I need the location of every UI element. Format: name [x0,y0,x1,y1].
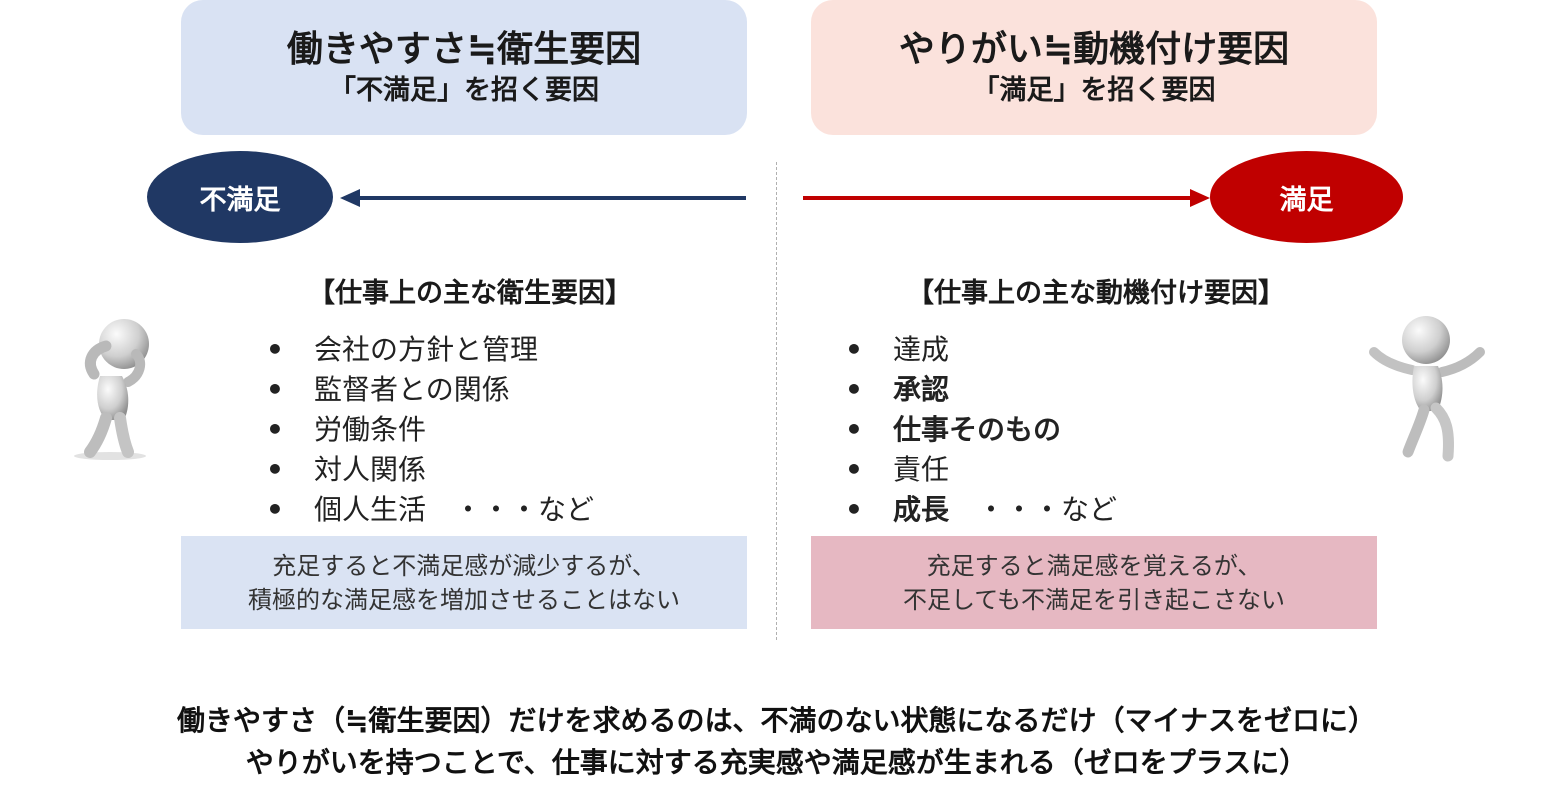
satisfaction-label: 満足 [1279,184,1334,216]
motivation-factors-heading: 【仕事上の主な動機付け要因】 [907,278,1285,309]
summary-line-1: 働きやすさ（≒衛生要因）だけを求めるのは、不満のない状態になるだけ（マイナスをゼ… [177,704,1376,737]
bullet-icon: • [845,453,863,486]
motivation-factors-list: •達成 •承認 •仕事そのもの •責任 •成長 ・・・など [845,330,1117,530]
hygiene-factor-title-box: 働きやすさ≒衛生要因 「不満足」を招く要因 [181,0,747,135]
list-item-suffix: ・・・など [426,493,595,526]
bullet-icon: • [845,493,863,526]
hygiene-factors-list: •会社の方針と管理 •監督者との関係 •労働条件 •対人関係 •個人生活 ・・・… [266,330,594,530]
list-item: •成長 ・・・など [845,490,1117,530]
list-item: •対人関係 [266,450,594,490]
list-item: •労働条件 [266,410,594,450]
list-item: •達成 [845,330,1117,370]
motivation-factor-subtitle: 「満足」を招く要因 [972,74,1216,106]
bullet-icon: • [845,413,863,446]
motivation-factor-title-box: やりがい≒動機付け要因 「満足」を招く要因 [811,0,1377,135]
list-item: •会社の方針と管理 [266,330,594,370]
hygiene-factor-note: 充足すると不満足感が減少するが、 積極的な満足感を増加させることはない [181,536,747,629]
bullet-icon: • [266,333,284,366]
bullet-icon: • [266,493,284,526]
satisfaction-ellipse: 満足 [1210,151,1403,243]
summary-text: 働きやすさ（≒衛生要因）だけを求めるのは、不満のない状態になるだけ（マイナスをゼ… [0,700,1553,784]
bullet-icon: • [845,333,863,366]
dissatisfaction-label: 不満足 [199,184,281,216]
arrow-to-satisfaction [803,189,1210,207]
list-item-suffix: ・・・など [949,493,1118,526]
bullet-icon: • [266,453,284,486]
bullet-icon: • [266,413,284,446]
bullet-icon: • [845,373,863,406]
jumping-person-icon [1369,316,1485,462]
summary-line-2: やりがいを持つことで、仕事に対する充実感や満足感が生まれる（ゼロをプラスに） [245,746,1308,779]
bullet-icon: • [266,373,284,406]
hygiene-factor-subtitle: 「不満足」を招く要因 [329,74,599,106]
dissatisfaction-ellipse: 不満足 [147,151,333,243]
list-item: •仕事そのもの [845,410,1117,450]
worried-person-icon [74,319,149,460]
hygiene-factor-title: 働きやすさ≒衛生要因 [286,28,642,70]
list-item: •個人生活 ・・・など [266,490,594,530]
list-item: •責任 [845,450,1117,490]
center-divider [776,162,777,640]
motivation-factor-title: やりがい≒動機付け要因 [898,28,1290,70]
list-item: •承認 [845,370,1117,410]
motivation-factor-note: 充足すると満足感を覚えるが、 不足しても不満足を引き起こさない [811,536,1377,629]
hygiene-factors-heading: 【仕事上の主な衛生要因】 [308,278,632,309]
arrow-to-dissatisfaction [340,189,746,207]
list-item: •監督者との関係 [266,370,594,410]
